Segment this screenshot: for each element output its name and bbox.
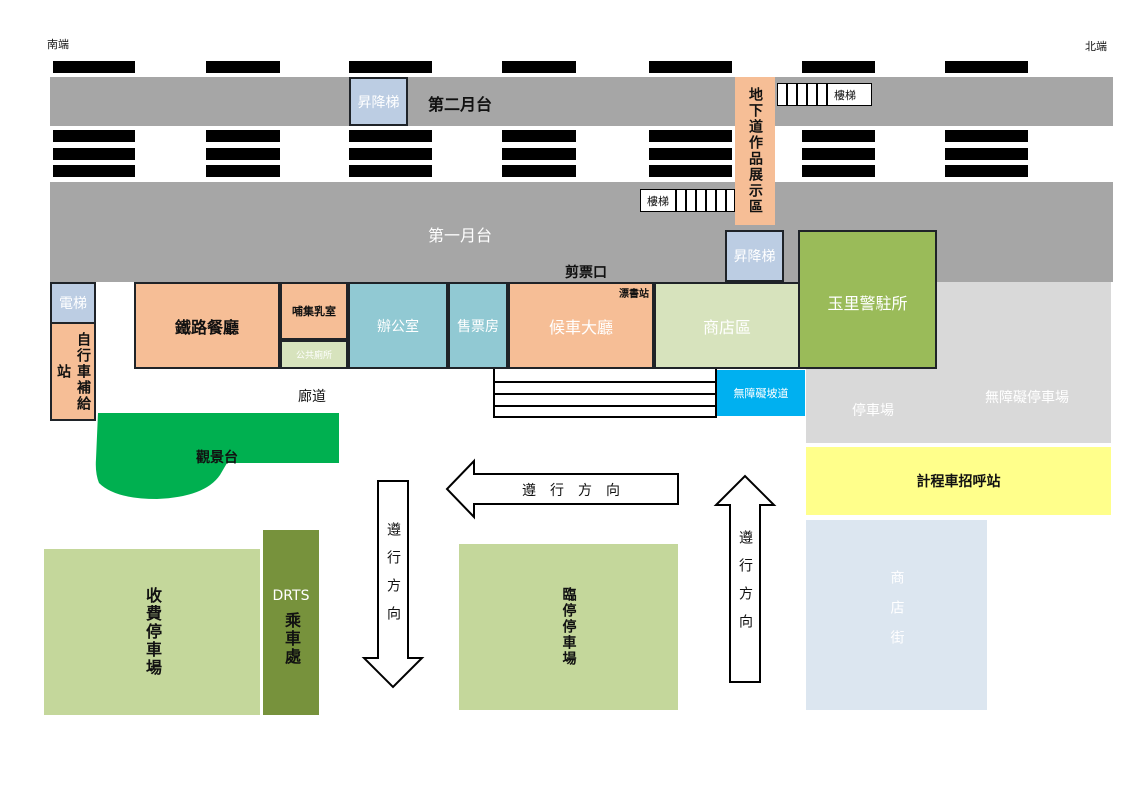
track-tie <box>502 61 576 73</box>
police-station-label: 玉里警駐所 <box>827 294 908 313</box>
track-tie <box>53 148 135 160</box>
parking-area <box>806 369 937 443</box>
direction-arrow-up-icon <box>713 474 777 683</box>
north-end-label: 北端 <box>1085 40 1107 53</box>
nursing-room[interactable]: 哺集乳室 <box>280 282 348 340</box>
paid-parking-label: 收費停車場 <box>143 587 162 677</box>
office: 辦公室 <box>348 282 448 369</box>
track-tie <box>945 165 1028 177</box>
elevator-mid[interactable]: 昇降梯 <box>725 230 784 282</box>
drts-code: DRTS <box>272 588 310 604</box>
shop-street[interactable]: 商店街 <box>806 520 987 710</box>
stairs-top[interactable]: 樓梯 <box>777 83 872 106</box>
direction-arrow-down-icon <box>361 480 425 689</box>
track-tie <box>206 130 280 142</box>
bike-station[interactable]: 自行車補給站 <box>50 322 96 421</box>
temp-parking-label: 臨停停車場 <box>560 587 577 667</box>
track-tie <box>206 61 280 73</box>
police-station[interactable]: 玉里警駐所 <box>798 230 937 369</box>
track-tie <box>53 165 135 177</box>
underpass-gallery: 地下道作品展示區 <box>735 77 775 225</box>
track-tie <box>649 148 732 160</box>
elevator-top[interactable]: 昇降梯 <box>349 77 408 126</box>
ticket-gate-label: 剪票口 <box>565 265 607 281</box>
track-tie <box>802 165 875 177</box>
track-tie <box>945 61 1028 73</box>
entrance-steps[interactable] <box>493 369 717 418</box>
track-tie <box>206 165 280 177</box>
track-tie <box>502 130 576 142</box>
track-tie <box>802 61 875 73</box>
accessible-parking-area <box>937 282 1111 443</box>
elevator-left[interactable]: 電梯 <box>50 282 96 324</box>
barrier-free-ramp[interactable]: 無障礙坡道 <box>717 370 805 416</box>
direction-label-left: 遵行方向 <box>522 483 634 499</box>
stairs-top-steps-icon <box>778 84 828 105</box>
shop-area[interactable]: 商店區 <box>654 282 800 369</box>
track-tie <box>349 165 432 177</box>
temp-parking[interactable]: 臨停停車場 <box>459 544 678 710</box>
shop-street-label: 商店街 <box>888 570 905 660</box>
observation-deck-shape <box>95 413 339 499</box>
direction-arrow-left-icon <box>445 458 679 520</box>
track-tie <box>649 61 732 73</box>
track-tie <box>53 61 135 73</box>
track-tie <box>945 130 1028 142</box>
track-tie <box>802 130 875 142</box>
drts-stop[interactable]: DRTS 乘車處 <box>263 530 319 715</box>
stairs-mid-label: 樓梯 <box>647 194 669 208</box>
accessible-parking-label: 無障礙停車場 <box>985 390 1069 406</box>
track-tie <box>349 61 432 73</box>
underpass-gallery-label: 地下道作品展示區 <box>747 87 763 215</box>
track-tie <box>349 148 432 160</box>
waiting-hall-label: 候車大廳 <box>548 317 613 337</box>
south-end-label: 南端 <box>47 38 69 51</box>
stairs-top-label: 樓梯 <box>834 88 856 102</box>
parking-label: 停車場 <box>852 403 894 419</box>
ticket-office[interactable]: 售票房 <box>448 282 508 369</box>
track-tie <box>802 148 875 160</box>
waiting-hall[interactable]: 候車大廳 漂書站 <box>508 282 654 369</box>
paid-parking[interactable]: 收費停車場 <box>44 549 260 715</box>
direction-label-up: 遵行方向 <box>737 530 753 642</box>
public-toilet[interactable]: 公共廁所 <box>280 340 348 369</box>
bookstation-label: 漂書站 <box>619 289 649 300</box>
track-tie <box>945 148 1028 160</box>
track-tie <box>502 148 576 160</box>
stairs-mid[interactable]: 樓梯 <box>640 189 735 212</box>
railway-restaurant[interactable]: 鐵路餐廳 <box>134 282 280 369</box>
platform-1-label: 第一月台 <box>428 226 493 245</box>
track-tie <box>649 165 732 177</box>
track-tie <box>502 165 576 177</box>
track-tie <box>649 130 732 142</box>
observation-deck-label: 觀景台 <box>196 450 238 466</box>
corridor-label: 廊道 <box>298 389 326 405</box>
track-tie <box>206 148 280 160</box>
direction-label-down: 遵行方向 <box>385 522 401 634</box>
taxi-stand[interactable]: 計程車招呼站 <box>806 447 1111 515</box>
bike-station-label: 自行車補給站 <box>55 331 91 412</box>
platform-2: 第二月台 <box>50 77 1113 126</box>
stairs-mid-steps-icon <box>675 190 727 211</box>
track-tie <box>349 130 432 142</box>
track-tie <box>53 130 135 142</box>
platform-2-label: 第二月台 <box>428 95 493 114</box>
drts-label: 乘車處 <box>282 612 301 666</box>
